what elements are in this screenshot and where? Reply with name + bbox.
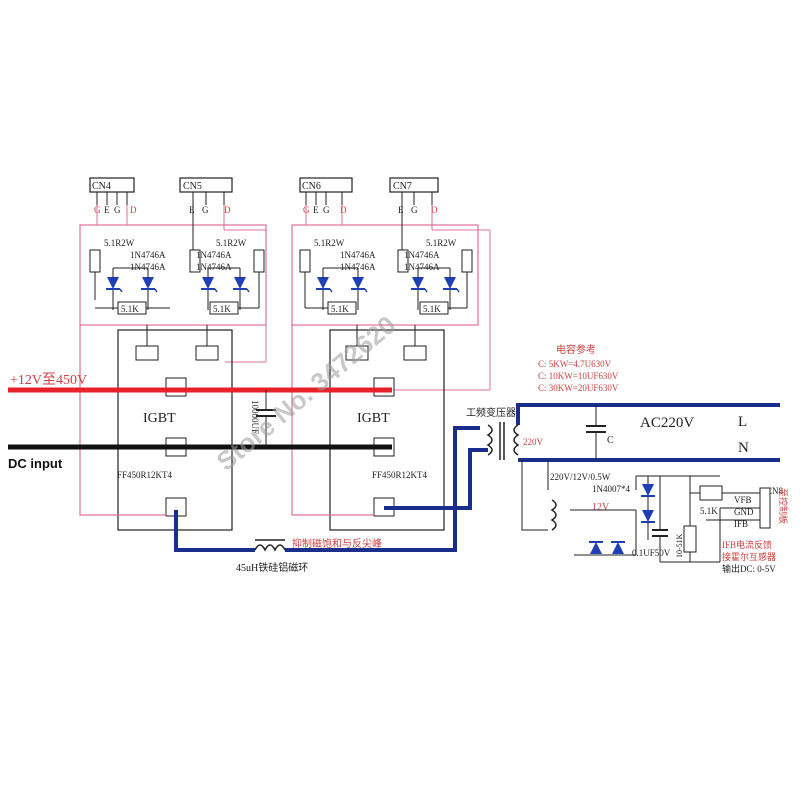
aux-supply: 220V/12V/0.5W 1N4007*4 12V 0.1UF50V 5.1K — [521, 460, 760, 563]
output-wire-3 — [384, 448, 488, 510]
zener-diode-icon — [140, 276, 158, 293]
zener-diode-icon — [350, 276, 368, 293]
zener-label: 1N4746A — [340, 250, 376, 260]
choke-label: 45uH铁硅铝磁环 — [236, 561, 308, 574]
filter-cap-label: 0.1UF50V — [632, 548, 671, 558]
gate-driver-3: CN6 G E G D 5.1R2W 1N4746A 1N4746A 5.1K — [291, 177, 479, 326]
watermark: Store No. 3472620 — [211, 310, 402, 477]
cn5-pin-label: E — [189, 205, 195, 215]
diode-icon — [612, 542, 624, 554]
pulldown-resistor-label: 5.1K — [423, 304, 441, 314]
cn5-pin-label: G — [202, 205, 209, 215]
zener-diode-icon — [105, 276, 123, 293]
choke-inductor: 抑制磁饱和与反尖峰 45uH铁硅铝磁环 — [236, 537, 382, 574]
igbt-part-label: FF450R12KT4 — [372, 470, 428, 480]
zener-label: 1N4746A — [404, 262, 440, 272]
pulldown-resistor-label: 5.1K — [213, 304, 231, 314]
cn8-note: 接霍尔互感器 — [722, 551, 776, 562]
aux-voltage-label: 12V — [592, 502, 610, 513]
cn6-pin-label: D — [340, 205, 347, 215]
capacitor-ref-line: C: 30KW=20UF630V — [538, 383, 619, 393]
cn8-note: 输出DC: 0-5V — [722, 563, 776, 574]
cn4-pin-label: G — [114, 205, 121, 215]
zener-label: 1N4746A — [196, 250, 232, 260]
ac-line-l — [516, 403, 780, 425]
divider-label: 10-51K — [675, 533, 684, 558]
cn4-label: CN4 — [92, 181, 111, 192]
cn8-pin-vfb: VFB — [734, 495, 752, 505]
diode-icon — [642, 484, 654, 496]
aux-transformer-label: 220V/12V/0.5W — [550, 472, 611, 482]
gate-driver-2: CN5 E G D 5.1R2W 1N4746A 1N4746A 5.1K — [179, 177, 267, 363]
gate-resistor-label: 5.1R2W — [314, 238, 345, 248]
cn8-note: IFB电流反馈 — [722, 539, 772, 550]
cn6-pin-label: E — [313, 205, 319, 215]
bridge-label: 1N4007*4 — [592, 484, 630, 494]
gate-resistor-label: 5.1R2W — [104, 238, 135, 248]
output-wire-1 — [174, 510, 255, 552]
pulldown-resistor-label: 5.1K — [121, 304, 139, 314]
capacitor-reference: 电容参考 C: 5KW=4.7U630V C: 10KW=10UF630V C:… — [538, 343, 619, 393]
cn7-pin-label: G — [411, 205, 418, 215]
dc-input-label: DC input — [8, 456, 63, 471]
cn7-pin-label: E — [398, 205, 404, 215]
choke-note: 抑制磁饱和与反尖峰 — [292, 537, 382, 550]
zener-label: 1N4746A — [340, 262, 376, 272]
igbt-module-2: IGBT FF450R12KT4 — [329, 325, 445, 531]
ac-voltage-label: AC220V — [640, 415, 694, 431]
gate-driver-1: CN4 G E G D 5.1R2W 1N4746A 1N4746A 5.1K — [79, 177, 267, 326]
pulldown-resistor-label: 5.1K — [331, 304, 349, 314]
igbt-part-label: FF450R12KT4 — [117, 470, 173, 480]
zener-label: 1N4746A — [130, 250, 166, 260]
igbt-module-1: IGBT FF450R12KT4 — [117, 325, 233, 531]
feedback-resistor-label: 5.1K — [700, 506, 718, 516]
capacitor-ref-line: C: 5KW=4.7U630V — [538, 359, 612, 369]
cn5-label: CN5 — [183, 181, 202, 192]
diode-icon — [590, 542, 602, 554]
transformer-primary-label: 220V — [523, 437, 544, 447]
mains-transformer: 工频变压器 220V — [466, 406, 544, 460]
cn8-pin-ifb: IFB — [734, 519, 748, 529]
zener-diode-icon — [442, 276, 460, 293]
transformer-title: 工频变压器 — [466, 406, 516, 419]
zener-diode-icon — [200, 276, 218, 293]
diode-icon — [642, 510, 654, 522]
cn5-pin-label: D — [224, 205, 231, 215]
zener-diode-icon — [232, 276, 250, 293]
capacitor-ref-line: C: 10KW=10UF630V — [538, 371, 619, 381]
zener-label: 1N4746A — [196, 262, 232, 272]
gate-resistor-label: 5.1R2W — [426, 238, 457, 248]
cn7-label: CN7 — [393, 181, 412, 192]
positive-bus-label: +12V至450V — [10, 373, 87, 388]
capacitor-ref-title: 电容参考 — [556, 343, 596, 356]
connector-cn4 — [89, 177, 135, 193]
cn8-label: CN8 — [766, 486, 784, 496]
ac-capacitor-symbol: C — [607, 435, 614, 446]
gate-driver-4: CN7 E G D 5.1R2W 1N4746A 1N4746A 5.1K — [389, 177, 491, 391]
ac-l-label: L — [738, 414, 747, 430]
bus-capacitor: 10000UF — [250, 390, 276, 447]
ac-capacitor: C — [586, 405, 614, 460]
zener-diode-icon — [315, 276, 333, 293]
cn8-side-label: 至控制板 — [778, 488, 789, 524]
cn7-pin-label: D — [431, 205, 438, 215]
cn4-pin-label: E — [104, 205, 110, 215]
connector-cn8: CN8 VFB GND IFB 至控制板 IFB电流反馈 接霍尔互感器 输出DC… — [722, 486, 789, 574]
zener-label: 1N4746A — [130, 262, 166, 272]
cn6-pin-label: G — [323, 205, 330, 215]
cn8-pin-gnd: GND — [734, 507, 754, 517]
zener-diode-icon — [410, 276, 428, 293]
igbt-label: IGBT — [357, 411, 390, 426]
ac-n-label: N — [738, 440, 749, 456]
bus-capacitor-label: 10000UF — [250, 400, 260, 434]
gate-resistor-label: 5.1R2W — [216, 238, 247, 248]
zener-label: 1N4746A — [404, 250, 440, 260]
output-wire-2 — [285, 426, 480, 552]
cn4-pin-label: D — [130, 205, 137, 215]
cn6-label: CN6 — [302, 181, 321, 192]
igbt-label: IGBT — [143, 411, 176, 426]
